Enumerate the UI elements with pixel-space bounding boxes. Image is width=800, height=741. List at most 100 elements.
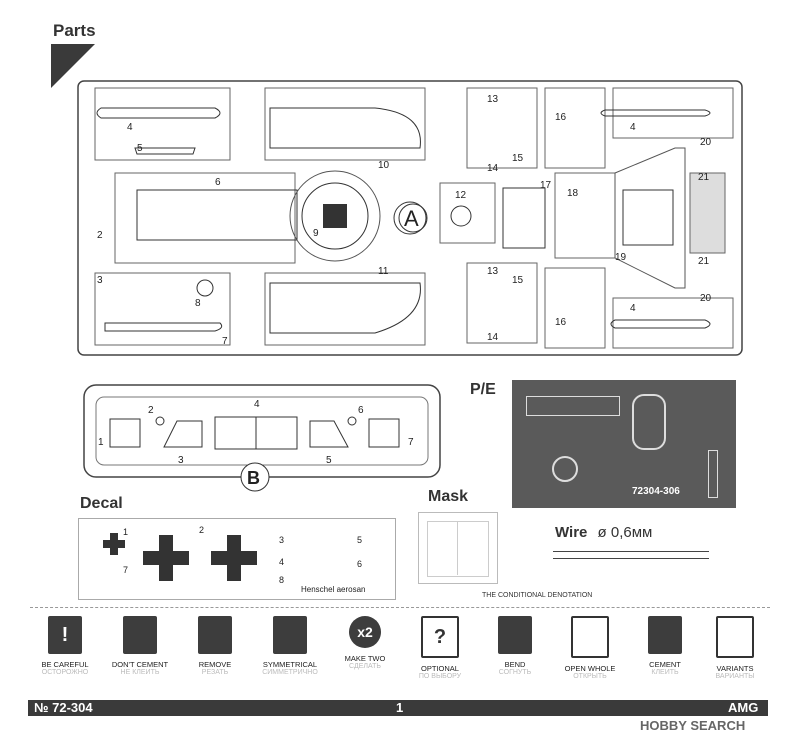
svg-text:20: 20: [700, 137, 712, 148]
page-title: Parts: [53, 21, 96, 40]
decal-num: 8: [279, 575, 285, 585]
pe-fret: 72304-306: [512, 380, 736, 508]
pe-part: [526, 396, 620, 416]
svg-text:2: 2: [97, 230, 103, 241]
svg-text:13: 13: [487, 266, 499, 277]
symbol-label-ru: РЕЗАТЬ: [201, 669, 229, 676]
symbol-label: MAKE TWO: [344, 654, 386, 663]
symbol-label: SYMMETRICAL: [262, 660, 318, 669]
variants-icon: [716, 616, 754, 658]
svg-text:15: 15: [512, 153, 524, 164]
brand: AMG: [728, 700, 759, 715]
decal-title: Decal: [80, 495, 123, 512]
watermark: HOBBY SEARCH: [640, 718, 746, 733]
balkenkreuz-1: [143, 535, 189, 581]
svg-text:5: 5: [137, 143, 143, 154]
symbol-label: VARIANTS: [716, 664, 754, 673]
symbol-label-ru: НЕ КЛЕИТЬ: [120, 669, 160, 676]
decal-num: 3: [279, 535, 285, 545]
symbol-label-ru: ОТКРЫТЬ: [573, 673, 607, 680]
svg-text:4: 4: [630, 303, 636, 314]
pe-title: P/E: [470, 381, 496, 398]
drill-icon: [571, 616, 609, 658]
svg-text:20: 20: [700, 293, 712, 304]
pe-part: [632, 394, 666, 450]
symbol-label: DON'T CEMENT: [111, 660, 169, 669]
svg-text:B: B: [247, 468, 260, 488]
svg-text:16: 16: [555, 112, 567, 123]
wire-label: Wire ø 0,6мм: [555, 524, 652, 541]
symbol-label-ru: КЛЕИТЬ: [651, 669, 679, 676]
wire-line: [553, 551, 709, 559]
wire-title: Wire: [555, 524, 588, 541]
svg-text:11: 11: [378, 266, 389, 277]
pe-part: [552, 456, 578, 482]
decal-num: 4: [279, 557, 285, 567]
mask-title: Mask: [428, 488, 469, 505]
svg-text:4: 4: [630, 122, 636, 133]
svg-text:3: 3: [178, 455, 184, 466]
mask-sheet: [418, 512, 498, 584]
question-icon: ?: [421, 616, 459, 658]
rotate-icon: [273, 616, 307, 654]
knife-icon: [198, 616, 232, 654]
svg-text:5: 5: [326, 455, 332, 466]
svg-text:13: 13: [487, 94, 499, 105]
separator: [30, 607, 770, 608]
kit-number: № 72-304: [34, 700, 93, 715]
svg-text:6: 6: [215, 177, 221, 188]
decal-num: 5: [357, 535, 363, 545]
svg-text:19: 19: [615, 252, 627, 263]
balkenkreuz-small: [103, 533, 125, 555]
symbol-label-ru: ВАРИАНТЫ: [715, 673, 755, 680]
svg-text:17: 17: [540, 180, 552, 191]
balkenkreuz-2: [211, 535, 257, 581]
wire-size: ø 0,6мм: [597, 524, 653, 541]
svg-text:3: 3: [97, 275, 103, 286]
footer-bar: № 72-304 1 AMG: [28, 700, 768, 716]
exclamation-icon: !: [48, 616, 82, 654]
pe-code: 72304-306: [632, 486, 680, 497]
symbol-label: CEMENT: [649, 660, 681, 669]
symbol-label-ru: СИММЕТРИЧНО: [262, 669, 318, 676]
conditional-denotation: THE CONDITIONAL DENOTATION: [482, 592, 593, 599]
svg-text:A: A: [404, 206, 419, 231]
decal-caption: Henschel aerosan: [301, 585, 366, 594]
mask-shape: [427, 521, 489, 577]
svg-text:2: 2: [148, 405, 154, 416]
svg-text:10: 10: [378, 160, 390, 171]
x2-icon: x2: [349, 616, 381, 648]
symbol-label-ru: ОСТОРОЖНО: [41, 669, 89, 676]
symbol-label: OPEN WHOLE: [564, 664, 616, 673]
svg-text:21: 21: [698, 256, 710, 267]
symbol-label: BEND: [504, 660, 526, 669]
symbol-label-ru: СДЕЛАТЬ: [349, 663, 381, 670]
decal-num: 7: [123, 565, 129, 575]
drop-icon: [648, 616, 682, 654]
svg-text:1: 1: [98, 437, 104, 448]
svg-text:6: 6: [358, 405, 364, 416]
no-glue-icon: [123, 616, 157, 654]
svg-text:9: 9: [313, 228, 319, 239]
decal-num: 1: [123, 527, 129, 537]
symbol-label: BE CAREFUL: [41, 660, 89, 669]
svg-text:16: 16: [555, 317, 567, 328]
decal-num: 6: [357, 559, 363, 569]
svg-text:14: 14: [487, 332, 499, 343]
svg-text:7: 7: [222, 336, 228, 347]
symbol-label-ru: ПО ВЫБОРУ: [418, 673, 462, 680]
decal-sheet: 1 2 7 3 4 8 5 6 Henschel aerosan: [78, 518, 396, 600]
